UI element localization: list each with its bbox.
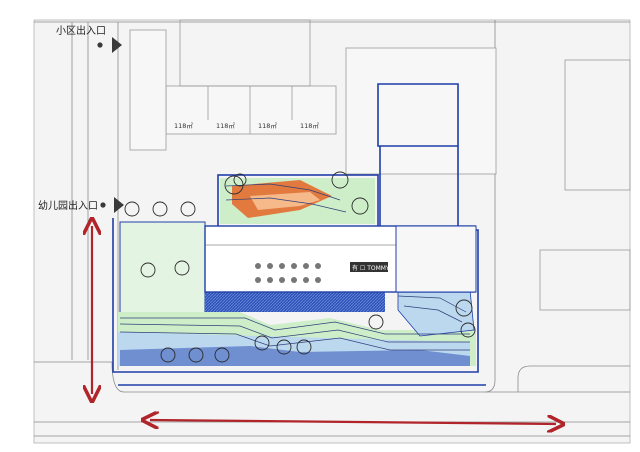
- triangle-marker-icon: [114, 197, 124, 213]
- double-arrow-icon: [150, 420, 556, 424]
- unit-labels: 118㎡ 118㎡ 118㎡ 118㎡: [174, 121, 319, 130]
- unit-label: 118㎡: [216, 121, 235, 130]
- trees: [124, 171, 476, 363]
- store-sign-text: 有 ☐ TOMMY: [352, 264, 390, 272]
- store-sign: [350, 262, 388, 272]
- dimension-arrows: [92, 226, 556, 424]
- kindergarten-entrance-label: 幼儿园出入口: [38, 199, 98, 212]
- triangle-marker-icon: [112, 37, 122, 53]
- unit-label: 118㎡: [258, 121, 277, 130]
- central-building: 有 ☐ TOMMY: [204, 225, 477, 293]
- landscape-zones: [118, 178, 476, 366]
- community-entrance-label: 小区出入口: [56, 24, 106, 37]
- entrance-markers: [97, 37, 124, 213]
- terrace-lines: [119, 183, 470, 351]
- residential-blocks: [129, 19, 631, 311]
- unit-label: 118㎡: [300, 121, 319, 130]
- unit-label: 118㎡: [174, 121, 193, 130]
